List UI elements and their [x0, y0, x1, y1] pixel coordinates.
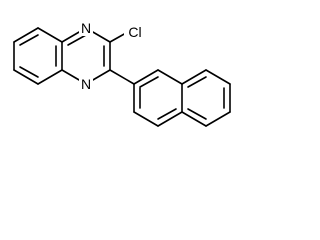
nitrogen-label-bottom: N	[81, 76, 91, 92]
bond	[37, 69, 63, 85]
chlorine-bond	[109, 32, 127, 43]
bond	[205, 69, 231, 85]
naphthalene-ring-b	[181, 69, 231, 127]
naphthalene-ring-a	[133, 69, 183, 127]
atom-chlorine: Cl	[124, 24, 146, 40]
double-bond	[19, 34, 39, 46]
bond	[205, 111, 231, 127]
bond	[181, 111, 207, 127]
bond	[181, 69, 207, 85]
atom-nitrogen-bottom: N	[79, 76, 93, 92]
bond	[133, 111, 159, 127]
chlorine-label: Cl	[128, 24, 141, 40]
biaryl-bond	[109, 69, 135, 85]
bond	[157, 69, 183, 85]
bond	[37, 27, 63, 43]
bond	[157, 111, 183, 127]
double-bond	[139, 76, 159, 88]
double-bond	[187, 108, 207, 120]
double-bond	[187, 76, 207, 88]
bond	[13, 27, 39, 43]
double-bond	[19, 66, 39, 78]
nitrogen-label-top: N	[81, 20, 91, 36]
bond	[133, 69, 159, 85]
chemical-structure-diagram: N N Cl	[13, 20, 231, 127]
bond	[13, 69, 39, 85]
double-bond	[157, 108, 177, 120]
benzo-ring	[13, 27, 63, 85]
double-bond	[67, 34, 87, 46]
atom-nitrogen-top: N	[79, 20, 93, 36]
